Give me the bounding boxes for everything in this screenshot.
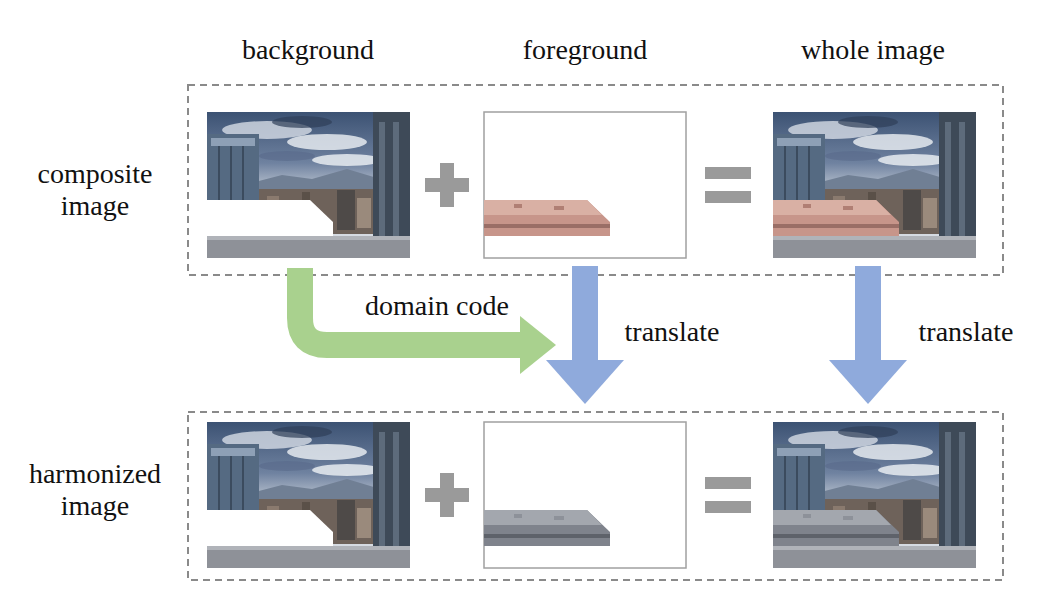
column-heading: background bbox=[242, 34, 374, 66]
arrow-label: domain code bbox=[365, 290, 509, 322]
row-heading: harmonized image bbox=[10, 458, 180, 522]
column-heading: whole image bbox=[801, 34, 945, 66]
arrow-label: translate bbox=[919, 316, 1014, 348]
column-heading: foreground bbox=[523, 34, 647, 66]
arrow-label: translate bbox=[625, 316, 720, 348]
row-heading: composite image bbox=[15, 158, 175, 222]
